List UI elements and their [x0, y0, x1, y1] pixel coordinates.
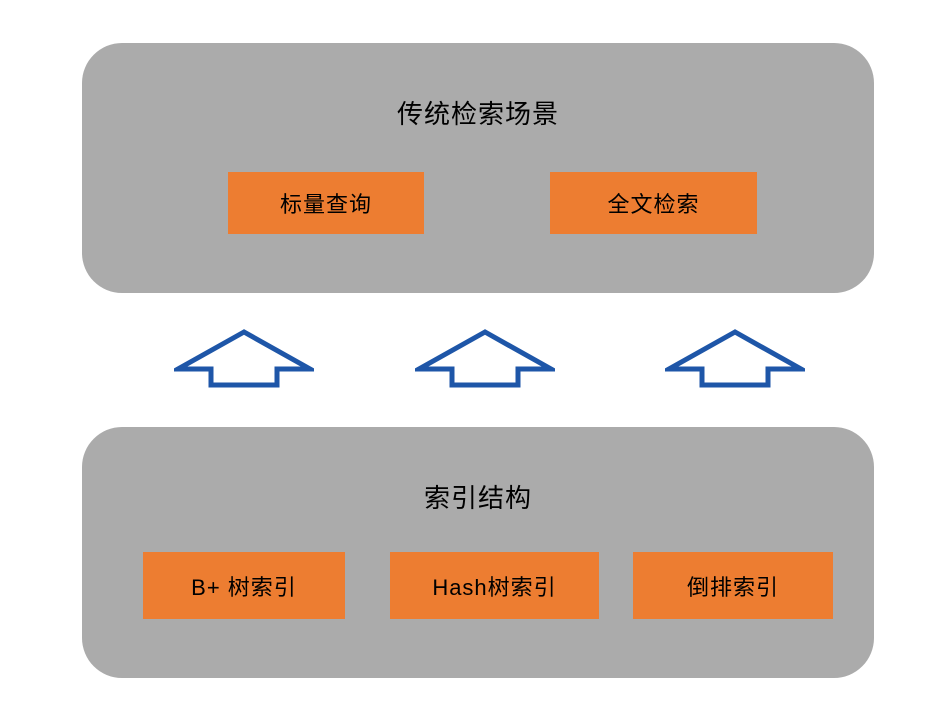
- box-scalar-query-label: 标量查询: [279, 192, 372, 217]
- bottom-panel-title: 索引结构: [423, 483, 532, 513]
- box-hash-tree-index-label: Hash树索引: [432, 574, 557, 600]
- up-arrow-icon: [415, 329, 555, 388]
- top-panel-title: 传统检索场景: [396, 99, 559, 129]
- box-inverted-index-label: 倒排索引: [686, 574, 779, 600]
- box-inverted-index: 倒排索引: [633, 552, 833, 619]
- box-bplus-tree-index-label: B+ 树索引: [191, 574, 297, 600]
- panel-traditional-retrieval: 传统检索场景 标量查询 全文检索: [82, 43, 874, 293]
- panel-index-structure: 索引结构 B+ 树索引 Hash树索引 倒排索引: [82, 427, 874, 678]
- box-fulltext-retrieval: 全文检索: [550, 172, 757, 234]
- up-arrow-icon: [665, 329, 805, 388]
- box-fulltext-retrieval-label: 全文检索: [607, 192, 700, 217]
- box-hash-tree-index: Hash树索引: [390, 552, 599, 619]
- box-bplus-tree-index: B+ 树索引: [143, 552, 345, 619]
- up-arrow-icon: [174, 329, 314, 388]
- box-scalar-query: 标量查询: [228, 172, 424, 234]
